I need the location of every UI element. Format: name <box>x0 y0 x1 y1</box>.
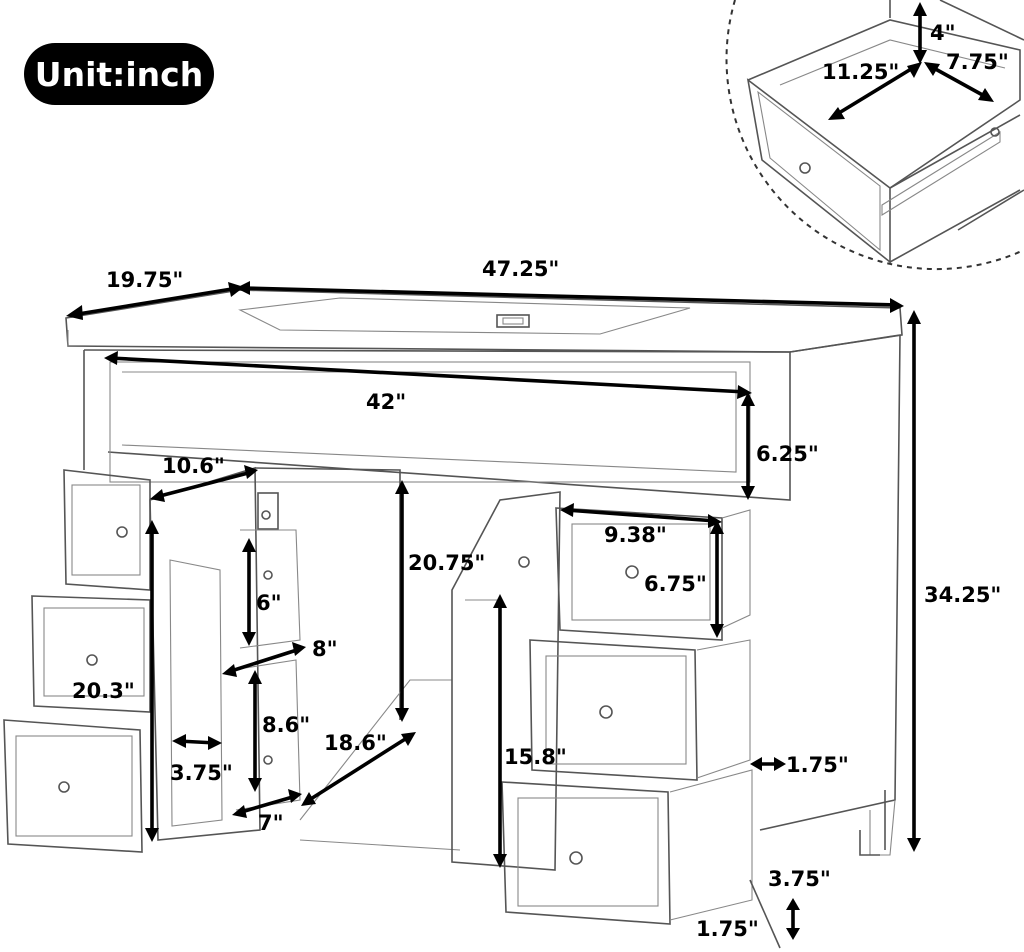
left-drawer-2 <box>31 595 151 713</box>
cabinet-floor <box>299 679 452 821</box>
label-side-gap: 1.75" <box>786 753 849 777</box>
dimension-arrows <box>66 2 994 940</box>
label-left-drawer-stack-height: 20.3" <box>72 679 135 703</box>
label-inset-drawer-width: 7.75" <box>946 50 1009 74</box>
vanity-cabinet-drawing <box>3 289 903 949</box>
unit-badge: Unit:inch <box>24 43 214 105</box>
label-shelf-bottom-width: 7" <box>258 811 284 835</box>
left-drawer-3 <box>3 719 143 853</box>
label-overall-height: 34.25" <box>924 583 1001 607</box>
label-shelf-upper-height: 6" <box>256 591 282 615</box>
label-top-panel-height: 6.25" <box>756 442 819 466</box>
drain-fixture <box>496 314 530 328</box>
label-overall-width: 47.25" <box>482 257 559 281</box>
label-shelf-depth: 8" <box>312 637 338 661</box>
right-drawer-3 <box>501 769 753 925</box>
countertop <box>65 289 903 353</box>
label-toe-kick: 1.75" <box>696 917 759 941</box>
label-opening-depth: 18.6" <box>324 731 387 755</box>
label-opening-height: 20.75" <box>408 551 485 575</box>
label-right-opening-height: 15.8" <box>504 745 567 769</box>
label-inset-drawer-depth: 11.25" <box>822 60 899 84</box>
label-cabinet-inner-width: 42" <box>366 390 406 414</box>
label-leg-height: 3.75" <box>768 867 831 891</box>
label-right-drawer-height: 6.75" <box>644 572 707 596</box>
right-drawer-1 <box>555 507 751 641</box>
left-drawer-1 <box>63 469 151 591</box>
sink-basin <box>238 297 691 335</box>
inset-drawer-drawing <box>746 0 1024 264</box>
top-front-panel <box>83 349 791 501</box>
label-shelf-lower-height: 8.6" <box>262 713 310 737</box>
label-counter-depth: 19.75" <box>106 268 183 292</box>
label-door-width: 10.6" <box>162 454 225 478</box>
right-door-open <box>451 491 561 871</box>
right-side-panel <box>759 334 901 831</box>
right-drawer-2 <box>529 639 751 781</box>
unit-label: Unit:inch <box>34 54 204 94</box>
label-hinge-offset: 3.75" <box>170 761 233 785</box>
label-inset-drawer-height: 4" <box>930 21 956 45</box>
drawer-detail-inset <box>725 0 1024 271</box>
label-right-drawer-width: 9.38" <box>604 523 667 547</box>
dimension-labels: 19.75" 47.25" 42" 6.25" 34.25" 4" 11.25"… <box>72 21 1009 941</box>
